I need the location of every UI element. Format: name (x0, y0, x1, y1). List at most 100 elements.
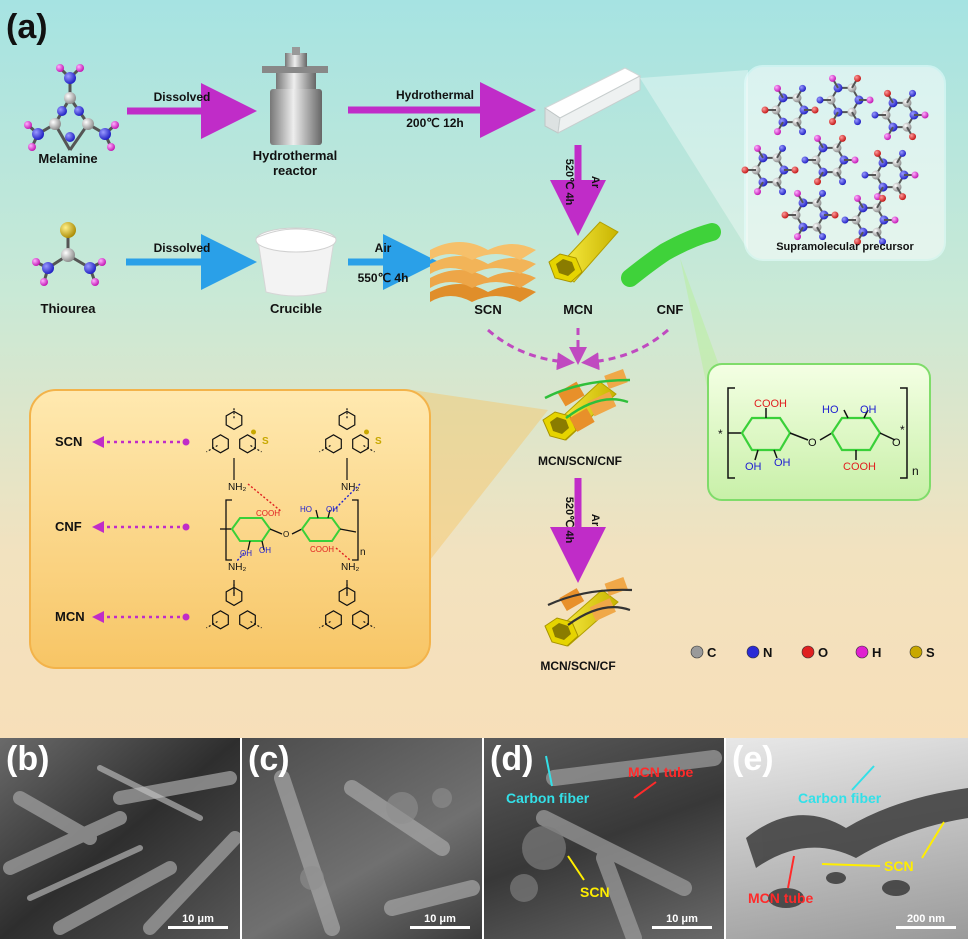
legend-label: H (872, 645, 881, 660)
reactor-label-line1: Hydrothermal (253, 148, 338, 163)
h-bonds-blue (235, 483, 361, 563)
legend-item-s: S (909, 645, 935, 660)
merge-arrows (487, 328, 669, 371)
legend-label: O (818, 645, 828, 660)
thiourea-molecule (32, 222, 106, 286)
crucible-label: Crucible (270, 301, 322, 316)
o-label-left: O (283, 530, 289, 539)
s-atom-label-2: S (375, 436, 382, 447)
ho-label-right: HO (822, 404, 839, 416)
heptazine-units (206, 406, 375, 630)
scale-text-c: 10 μm (424, 913, 456, 925)
final-label: MCN/SCN/CF (540, 659, 615, 673)
supra-unit (761, 84, 819, 136)
supramolecular-network (741, 74, 929, 246)
scn-label: SCN (474, 302, 501, 317)
mcn-tube-icon (548, 221, 619, 283)
panel-label-e: (e) (732, 740, 774, 778)
panel-label-c: (c) (248, 740, 290, 778)
panel-c: (c) 10 μm (242, 738, 482, 939)
nh2-label-3: NH₂ (228, 562, 246, 573)
scale-bar-e: 200 nm (896, 913, 956, 929)
annot-e-mcn-tube: MCN tube (748, 890, 814, 906)
ar-label-2: Ar (589, 514, 601, 527)
panel-e-texture (746, 788, 968, 908)
air-label: Air (375, 241, 392, 255)
composite-icon (542, 369, 631, 441)
supra-unit (816, 74, 874, 126)
annot-d-scn: SCN (580, 884, 610, 900)
cnf-callout-funnel (680, 258, 720, 392)
supra-unit (781, 189, 839, 241)
panel-label-a: (a) (6, 8, 48, 46)
hydrothermal-condition: 200℃ 12h (406, 116, 464, 130)
cnf-end-star-left: * (718, 427, 723, 441)
panel-e-arrows (787, 765, 945, 889)
heptazine-unit (206, 406, 262, 454)
legend-label: C (707, 645, 717, 660)
cooh-label-right-2: COOH (843, 461, 876, 473)
air-condition: 550℃ 4h (358, 271, 409, 285)
panel-b-texture (3, 765, 240, 935)
nh2-label-1: NH₂ (228, 482, 246, 493)
panel-c-texture (274, 770, 480, 936)
supra-unit (841, 194, 899, 246)
annot-d-carbon-fiber: Carbon fiber (506, 790, 590, 806)
ar-condition-1: 520℃ 4h (563, 159, 575, 206)
panel-label-d: (d) (490, 740, 534, 778)
reactor-label-line2: reactor (273, 163, 317, 178)
dissolved-label-2: Dissolved (154, 241, 211, 255)
panel-d-texture (510, 750, 722, 939)
dissolved-label-1: Dissolved (154, 90, 211, 104)
legend-item-o: O (801, 645, 828, 660)
legend-item-n: N (746, 645, 772, 660)
left-scn-label: SCN (55, 434, 82, 449)
orange-callout-funnel (412, 390, 548, 560)
h-bonds-red (247, 483, 351, 561)
nh2-label-2: NH₂ (341, 482, 359, 493)
panel-d: (d) Carbon fiber MCN tube SCN 10 μm (484, 738, 724, 939)
oh-label-left-3: OH (326, 505, 338, 514)
panel-label-b: (b) (6, 740, 50, 778)
thiourea-label: Thiourea (41, 301, 97, 316)
panel-d-arrows (545, 755, 657, 881)
schematic: (a) Melamine (6, 8, 946, 673)
final-composite-icon (544, 576, 633, 647)
cnf-end-star-right: * (900, 423, 905, 437)
annot-d-mcn-tube: MCN tube (628, 764, 694, 780)
left-arrow-heads (92, 436, 190, 623)
supra-unit (871, 89, 929, 141)
s-atom-label-1: S (262, 436, 269, 447)
supra-unit (801, 134, 859, 186)
panel-b: (b) 10 μm (0, 738, 240, 939)
hydrothermal-label: Hydrothermal (396, 88, 474, 102)
callout-funnel (640, 70, 748, 250)
legend-item-c: C (690, 645, 717, 660)
cooh-label-left-1: COOH (256, 509, 280, 518)
legend-swatch (690, 645, 704, 659)
supra-unit (861, 149, 919, 201)
mcn-label: MCN (563, 302, 593, 317)
n-sub-left: n (360, 547, 366, 558)
annot-e-carbon-fiber: Carbon fiber (798, 790, 882, 806)
hydrothermal-reactor-icon (262, 47, 328, 145)
nh2-label-4: NH₂ (341, 562, 359, 573)
melamine-molecule (24, 64, 119, 151)
cnf-label: CNF (657, 302, 684, 317)
oh-label-right-2: OH (774, 457, 791, 469)
ho-label-left: HO (300, 505, 312, 514)
o-label-right-2: O (892, 437, 901, 449)
legend-swatch (801, 645, 815, 659)
supra-unit (741, 144, 799, 196)
oh-label-left-2: OH (259, 546, 271, 555)
legend-swatch (746, 645, 760, 659)
melamine-label: Melamine (38, 151, 97, 166)
scale-text-e: 200 nm (907, 913, 945, 925)
composite-label: MCN/SCN/CNF (538, 454, 622, 468)
heptazine-unit (319, 406, 375, 454)
o-label-right-1: O (808, 437, 817, 449)
legend-label: S (926, 645, 935, 660)
crucible-icon (255, 227, 337, 297)
